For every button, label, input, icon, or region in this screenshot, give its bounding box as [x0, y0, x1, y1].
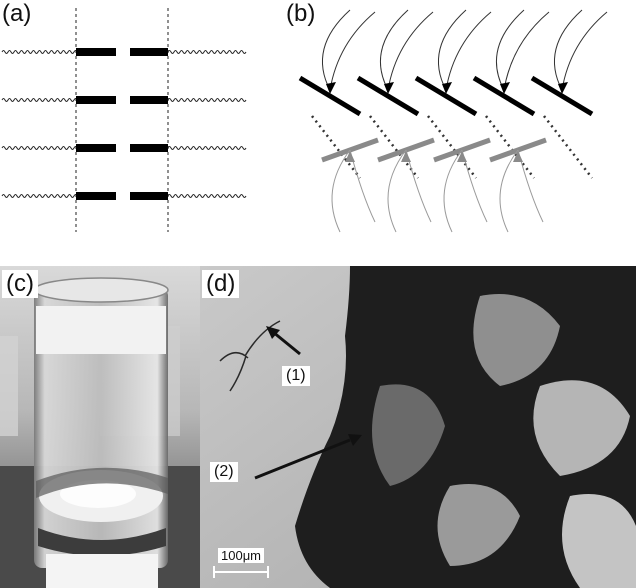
panel-label-b: (b): [286, 0, 316, 27]
gray-tuft-4: [499, 149, 544, 233]
black-rod-5: [530, 75, 594, 117]
panel-label-a: (a): [2, 0, 32, 27]
black-tuft-5: [554, 9, 608, 91]
black-tuft-4: [496, 9, 550, 91]
rod-left-3: [76, 144, 116, 152]
panel-b: (b): [280, 0, 636, 240]
wavy-tail-left-1: [1, 50, 81, 54]
black-rod-4: [472, 75, 536, 117]
black-arrowhead-5: [558, 82, 568, 94]
wavy-tail-left-4: [1, 194, 81, 198]
panel-b-schematic: [298, 9, 608, 233]
aggregate-light-patch-2: [533, 380, 630, 476]
aggregate-light-patch-4: [437, 484, 520, 566]
vial-rim: [33, 277, 169, 303]
rod-left-4: [76, 192, 116, 200]
panel-label-c: (c): [2, 270, 38, 298]
panel-label-d: (d): [202, 270, 240, 298]
dotted-link-5: [543, 115, 593, 179]
black-rod-1: [298, 75, 362, 117]
dotted-link-1: [311, 115, 361, 179]
black-arrowhead-1: [326, 82, 336, 94]
arrow-1-line: [272, 330, 301, 356]
wavy-tail-right-1: [167, 50, 247, 54]
tape-wrap: [36, 467, 168, 498]
panel-c: (c): [0, 266, 200, 588]
wavy-tail-right-3: [167, 146, 247, 150]
rod-right-4: [130, 192, 168, 200]
dotted-link-3: [427, 115, 477, 179]
gray-tuft-3: [443, 149, 488, 233]
black-arrowhead-4: [500, 82, 510, 94]
vial-label-band: [36, 306, 166, 354]
micrograph: [200, 266, 636, 588]
fiber-bundle: [219, 320, 281, 392]
background-vial-left: [0, 336, 18, 436]
panel-d: (d) (1) (2) 100μm: [200, 266, 636, 588]
arrow-2-line: [254, 438, 351, 480]
gray-arrowhead-3: [457, 151, 467, 162]
black-tuft-3: [438, 9, 492, 91]
gray-arrowhead-1: [345, 151, 355, 162]
wavy-tail-right-4: [167, 194, 247, 198]
black-arrowhead-3: [442, 82, 452, 94]
rod-left-1: [76, 48, 116, 56]
gray-arrowhead-4: [513, 151, 523, 162]
gray-tuft-2: [387, 149, 432, 233]
black-arrowhead-2: [384, 82, 394, 94]
black-rod-3: [414, 75, 478, 117]
rod-right-1: [130, 48, 168, 56]
black-tuft-1: [322, 9, 376, 91]
panel-a-schematic: [1, 8, 247, 232]
aggregate-light-patch-1: [473, 294, 560, 386]
rod-left-2: [76, 96, 116, 104]
tape-wrap-bottom: [38, 528, 166, 556]
wavy-tail-left-3: [1, 146, 81, 150]
scale-bar-label: 100μm: [218, 548, 265, 563]
rod-right-2: [130, 96, 168, 104]
arrow-2-head: [348, 434, 362, 446]
gel-sediment-inner: [60, 480, 136, 508]
dotted-link-4: [485, 115, 535, 179]
panel-a: (a): [0, 0, 250, 240]
aggregate-light-patch-5: [562, 494, 636, 588]
wavy-tail-right-2: [167, 98, 247, 102]
black-rod-2: [356, 75, 420, 117]
gray-arrowhead-2: [401, 151, 411, 162]
aggregate-light-patch-3: [372, 384, 445, 486]
black-tuft-2: [380, 9, 434, 91]
vial-base: [46, 554, 158, 588]
annotation-1: (1): [282, 366, 310, 386]
gray-tuft-1: [331, 149, 376, 233]
wavy-tail-left-2: [1, 98, 81, 102]
arrow-1-head: [266, 326, 280, 339]
dotted-link-2: [369, 115, 419, 179]
rod-right-3: [130, 144, 168, 152]
vial-photo: [0, 266, 200, 588]
annotation-2: (2): [210, 462, 238, 482]
